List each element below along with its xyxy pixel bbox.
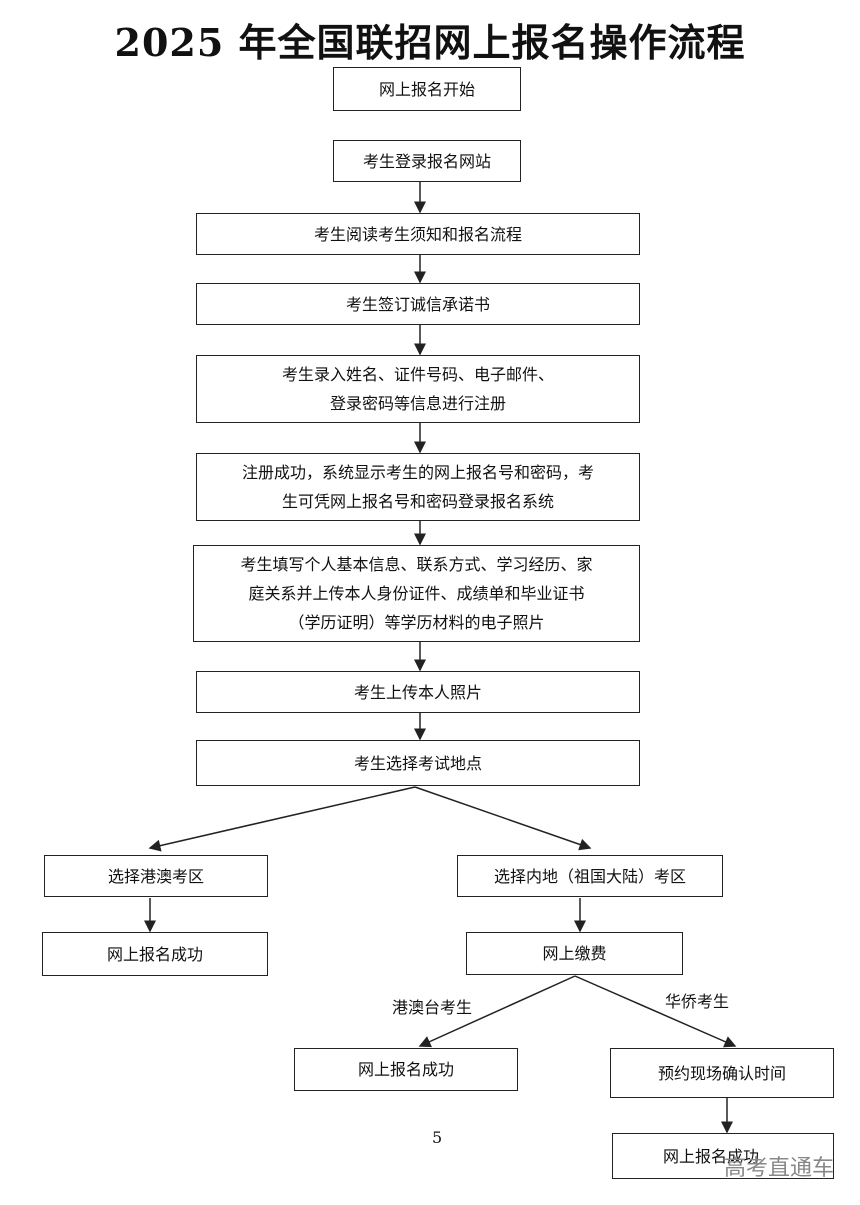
step-hmt-success: 网上报名成功 [294, 1048, 518, 1091]
step-choose-site: 考生选择考试地点 [196, 740, 640, 786]
step-sign-pledge: 考生签订诚信承诺书 [196, 283, 640, 325]
hmt-label: 港澳台考生 [392, 998, 473, 1017]
step-left-success: 网上报名成功 [42, 932, 268, 976]
page-number: 5 [432, 1128, 443, 1147]
step-start: 网上报名开始 [333, 67, 521, 111]
step-read-notice: 考生阅读考生须知和报名流程 [196, 213, 640, 255]
step-hk-macao-area: 选择港澳考区 [44, 855, 268, 897]
step-mainland-area: 选择内地（祖国大陆）考区 [457, 855, 723, 897]
step-book-confirmation: 预约现场确认时间 [610, 1048, 834, 1098]
overseas-label: 华侨考生 [665, 992, 730, 1011]
step-login: 考生登录报名网站 [333, 140, 521, 182]
step-online-payment: 网上缴费 [466, 932, 683, 975]
step-register: 考生录入姓名、证件号码、电子邮件、 登录密码等信息进行注册 [196, 355, 640, 423]
watermark: 高考直通车 [724, 1156, 835, 1181]
step-fill-info: 考生填写个人基本信息、联系方式、学习经历、家 庭关系并上传本人身份证件、成绩单和… [193, 545, 640, 642]
step-upload-photo: 考生上传本人照片 [196, 671, 640, 713]
page-title: 2025 年全国联招网上报名操作流程 [114, 20, 746, 65]
step-register-success: 注册成功，系统显示考生的网上报名号和密码，考 生可凭网上报名号和密码登录报名系统 [196, 453, 640, 521]
step-overseas-success: 网上报名成功 [612, 1133, 834, 1179]
